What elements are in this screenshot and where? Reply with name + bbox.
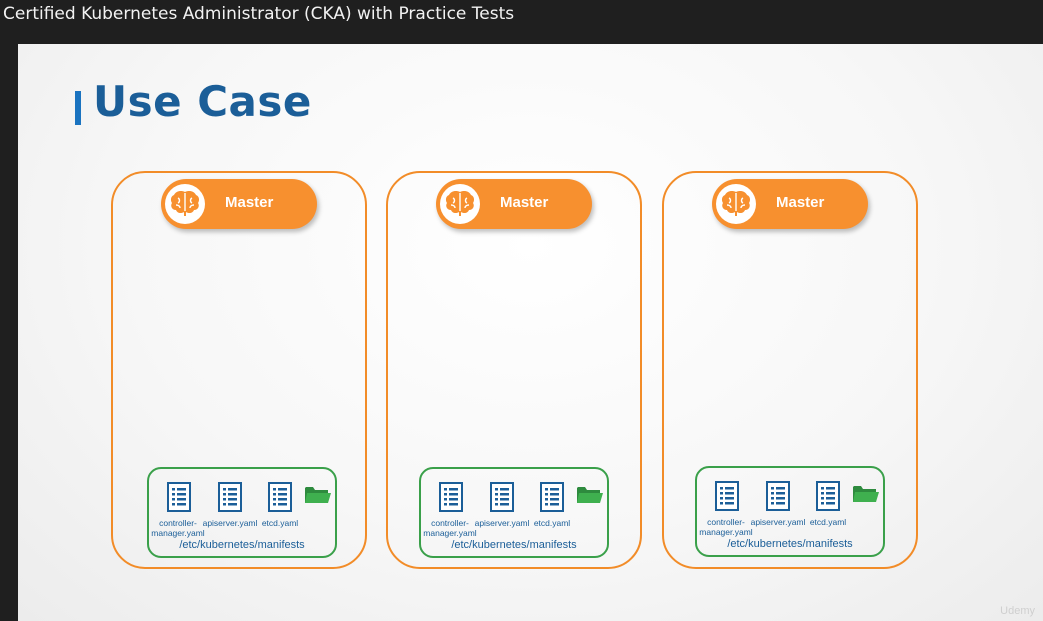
controller-manager-file-icon xyxy=(715,481,739,511)
manifests-folder-box: controller- manager.yaml apiserver.yaml … xyxy=(419,467,609,558)
brain-icon xyxy=(716,184,756,224)
etcd-file-icon xyxy=(540,482,564,512)
master-pill: Master xyxy=(436,179,592,229)
manifests-folder-box: controller- manager.yaml apiserver.yaml … xyxy=(695,466,885,557)
controller-manager-file-icon xyxy=(167,482,191,512)
etcd-file-icon xyxy=(816,481,840,511)
etcd-label: etcd.yaml xyxy=(809,517,847,527)
folder-icon xyxy=(577,487,603,503)
apiserver-file-icon xyxy=(218,482,242,512)
slide-title: Use Case xyxy=(93,77,312,126)
title-accent-bar xyxy=(75,91,81,125)
etcd-label: etcd.yaml xyxy=(261,518,299,528)
window-title: Certified Kubernetes Administrator (CKA)… xyxy=(3,4,515,24)
master-label: Master xyxy=(225,194,274,211)
controller-manager-label: controller- manager.yaml xyxy=(151,518,205,538)
apiserver-label: apiserver.yaml xyxy=(750,517,806,527)
apiserver-label: apiserver.yaml xyxy=(202,518,258,528)
apiserver-file-icon xyxy=(490,482,514,512)
master-label: Master xyxy=(776,194,825,211)
master-pill: Master xyxy=(161,179,317,229)
master-node-1: Master xyxy=(111,171,367,569)
apiserver-file-icon xyxy=(766,481,790,511)
apiserver-label: apiserver.yaml xyxy=(474,518,530,528)
folder-icon xyxy=(305,487,331,503)
brain-icon xyxy=(440,184,480,224)
slide: Use Case Master xyxy=(18,44,1043,621)
etcd-label: etcd.yaml xyxy=(533,518,571,528)
master-node-3: Master xyxy=(662,171,918,569)
controller-manager-file-icon xyxy=(439,482,463,512)
controller-manager-label: controller- manager.yaml xyxy=(423,518,477,538)
manifests-folder-box: controller- manager.yaml apiserver.yaml … xyxy=(147,467,337,558)
master-pill: Master xyxy=(712,179,868,229)
etcd-file-icon xyxy=(268,482,292,512)
brain-icon xyxy=(165,184,205,224)
master-node-2: Master xyxy=(386,171,642,569)
controller-manager-label: controller- manager.yaml xyxy=(699,517,753,537)
manifests-path-label: /etc/kubernetes/manifests xyxy=(727,538,853,550)
window-title-bar: Certified Kubernetes Administrator (CKA)… xyxy=(0,0,1043,44)
manifests-path-label: /etc/kubernetes/manifests xyxy=(179,539,305,551)
master-label: Master xyxy=(500,194,549,211)
udemy-watermark: Udemy xyxy=(1000,605,1035,617)
manifests-path-label: /etc/kubernetes/manifests xyxy=(451,539,577,551)
folder-icon xyxy=(853,486,879,502)
